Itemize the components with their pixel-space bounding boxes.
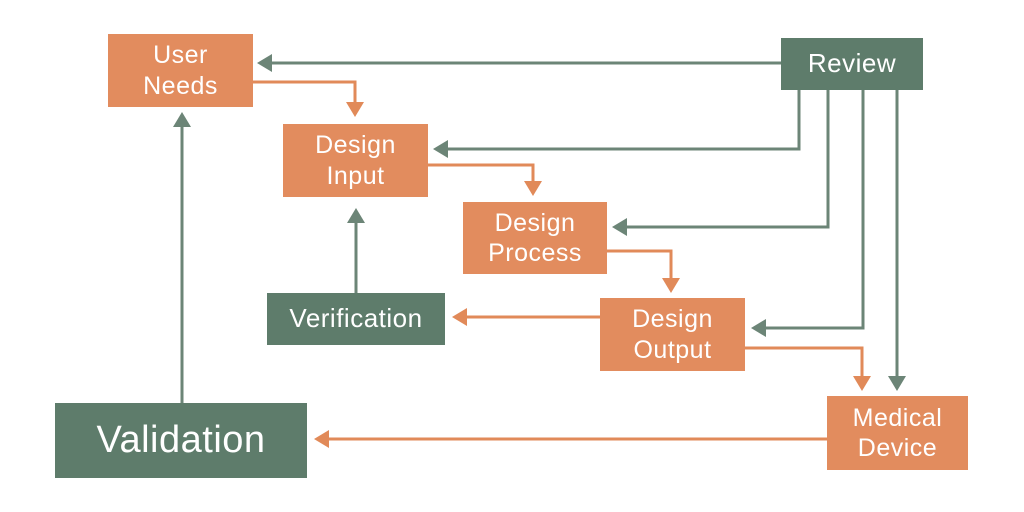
review-to-design-output-arrowhead — [751, 319, 766, 337]
design-process-to-design-output-arrowhead — [662, 278, 680, 293]
node-label-line: User — [153, 41, 208, 69]
node-label-line: Device — [857, 434, 938, 462]
node-label-line: Output — [633, 335, 712, 364]
review-to-design-process-line — [627, 90, 830, 229]
design-output-to-medical-device-line — [745, 346, 864, 376]
review-to-design-process-arrowhead — [612, 218, 627, 236]
validation-to-user-needs-arrowhead — [173, 112, 191, 127]
user-needs-to-design-input-arrowhead — [346, 102, 364, 117]
node-label-line: Process — [488, 239, 582, 267]
design-input-to-design-process-arrowhead — [524, 181, 542, 196]
node-label-line: Medical — [852, 403, 943, 432]
node-label-line: Input — [326, 161, 385, 190]
medical-device-to-validation-arrowhead — [314, 430, 329, 448]
node-verification: Verification — [267, 293, 445, 345]
design-output-to-verification-arrowhead — [452, 308, 467, 326]
node-label-line: Validation — [96, 419, 266, 462]
review-to-design-input-arrowhead — [433, 140, 448, 158]
node-review: Review — [781, 38, 923, 90]
review-to-user-needs-arrowhead — [257, 54, 272, 72]
design-process-to-design-output-line — [607, 249, 673, 278]
review-to-design-input-line — [448, 90, 801, 151]
review-to-design-output-line — [766, 90, 865, 330]
node-label-line: Design — [494, 208, 576, 237]
user-needs-to-design-input-line — [253, 80, 357, 102]
node-label-line: Needs — [143, 71, 218, 100]
node-label-line: Verification — [289, 303, 423, 334]
review-to-medical-device-arrowhead — [888, 376, 906, 391]
node-label-line: Design — [315, 131, 396, 159]
node-label-line: Design — [632, 305, 713, 333]
verification-to-design-input-arrowhead — [347, 208, 365, 223]
design-output-to-medical-device-arrowhead — [853, 376, 871, 391]
design-input-to-design-process-line — [428, 163, 535, 181]
node-validation: Validation — [55, 403, 307, 478]
node-label-line: Review — [807, 48, 897, 79]
